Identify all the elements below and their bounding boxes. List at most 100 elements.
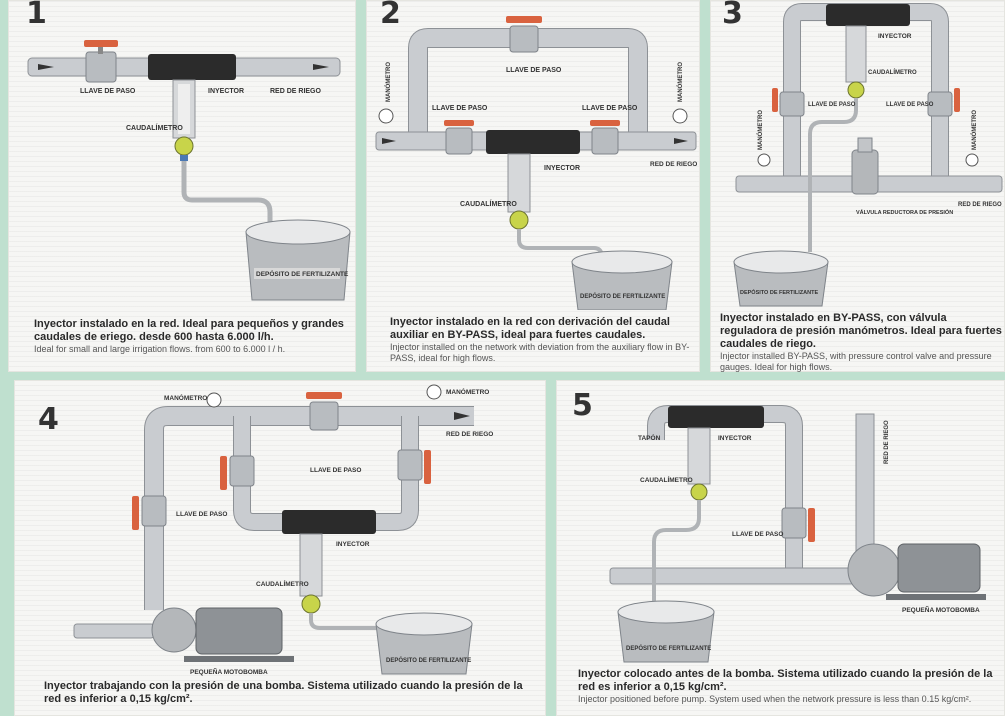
label-flowmeter: CAUDALÍMETRO	[868, 68, 917, 76]
label-injector: INYECTOR	[878, 33, 912, 40]
flowmeter-icon	[301, 594, 321, 614]
label-flowmeter: CAUDALÍMETRO	[256, 579, 309, 588]
tank-icon	[617, 600, 715, 663]
valve-icon	[397, 449, 431, 484]
gauge-icon	[378, 108, 394, 124]
caption-en: Injector positioned before pump. System …	[578, 693, 972, 704]
label-injector: INYECTOR	[336, 541, 370, 548]
valve-icon	[927, 88, 960, 117]
label-gauge-right: MANÓMETRO	[676, 62, 684, 102]
label-valve-top: LLAVE DE PASO	[506, 67, 562, 74]
label-valve-mid: LLAVE DE PASO	[310, 467, 361, 474]
pump-icon	[73, 607, 294, 662]
panel-number: 2	[380, 0, 401, 31]
panel-number: 4	[38, 402, 59, 437]
caption-es: Inyector instalado en BY-PASS, con válvu…	[720, 312, 1002, 350]
panel-1: 1	[8, 0, 356, 372]
caption-es: Inyector instalado en la red con derivac…	[390, 316, 670, 341]
label-gauge-left: MANÓMETRO	[384, 62, 392, 102]
tank-icon	[375, 612, 473, 675]
panel-4-caption: Inyector trabajando con la presión de un…	[44, 680, 540, 706]
label-network: RED DE RIEGO	[884, 420, 890, 464]
gauge-icon	[206, 392, 222, 408]
label-valve-left: LLAVE DE PASO	[432, 105, 488, 112]
label-tank: DEPÓSITO DE FERTILIZANTE	[386, 656, 471, 664]
label-valve-left: LLAVE DE PASO	[808, 102, 856, 108]
tank-icon	[571, 250, 673, 310]
caption-en: Injector installed on the network with d…	[390, 341, 690, 363]
valve-icon	[306, 392, 342, 431]
label-reducer: VÁLVULA REDUCTORA DE PRESIÓN	[856, 208, 953, 216]
panel-1-drawing: LLAVE DE PASO INYECTOR RED DE RIEGO CAUD…	[27, 40, 351, 301]
label-gauge-left: MANÓMETRO	[164, 393, 207, 402]
label-network: RED DE RIEGO	[650, 161, 697, 168]
caption-en: Injector installed BY-PASS, with pressur…	[720, 350, 992, 372]
valve-icon	[84, 40, 118, 83]
panel-5-drawing: TAPÓN INYECTOR CAUDALÍMETRO LLAVE DE PAS…	[609, 405, 986, 663]
pressure-reducer-icon	[851, 137, 879, 195]
label-network: RED DE RIEGO	[958, 202, 1002, 208]
panel-5: 5	[556, 380, 1005, 716]
caption-es: Inyector instalado en la red. Ideal para…	[34, 318, 344, 343]
panel-4: 4	[14, 380, 546, 716]
label-flowmeter: CAUDALÍMETRO	[126, 123, 183, 132]
panel-5-caption: Inyector colocado antes de la bomba. Sis…	[578, 668, 998, 705]
valve-icon	[132, 495, 167, 530]
injector-icon	[668, 406, 764, 485]
panel-3-drawing: INYECTOR CAUDALÍMETRO LLAVE DE PASO LLAV…	[733, 3, 1003, 307]
valve-icon	[506, 16, 542, 53]
tank-icon	[245, 219, 351, 301]
label-gauge-left: MANÓMETRO	[756, 110, 764, 150]
label-injector: INYECTOR	[718, 435, 752, 442]
panel-2-caption: Inyector instalado en la red con derivac…	[390, 316, 690, 363]
panel-3: 3	[710, 0, 1005, 372]
flowmeter-icon	[690, 483, 708, 501]
label-network: RED DE RIEGO	[270, 88, 322, 95]
label-gauge-right: MANÓMETRO	[970, 110, 978, 150]
label-flowmeter: CAUDALÍMETRO	[460, 199, 517, 208]
label-valve: LLAVE DE PASO	[80, 88, 136, 95]
valve-icon	[590, 120, 620, 155]
gauge-icon	[757, 153, 771, 167]
injector-icon	[826, 4, 910, 83]
label-valve-right: LLAVE DE PASO	[582, 105, 638, 112]
pump-icon	[847, 543, 986, 600]
panel-2-drawing: LLAVE DE PASO LLAVE DE PASO LLAVE DE PAS…	[375, 16, 697, 310]
valve-icon	[444, 120, 474, 155]
gauge-icon	[965, 153, 979, 167]
label-gauge-right: MANÓMETRO	[446, 387, 489, 396]
label-flowmeter: CAUDALÍMETRO	[640, 475, 693, 484]
panel-number: 5	[572, 388, 593, 423]
label-network: RED DE RIEGO	[446, 431, 493, 438]
panel-number: 1	[26, 0, 47, 31]
valve-icon	[781, 507, 815, 542]
label-injector: INYECTOR	[208, 88, 244, 95]
panel-1-caption: Inyector instalado en la red. Ideal para…	[34, 318, 352, 355]
gauge-icon	[672, 108, 688, 124]
flowmeter-icon	[847, 81, 865, 99]
caption-es: Inyector colocado antes de la bomba. Sis…	[578, 668, 993, 693]
caption-en: Ideal for small and large irrigation flo…	[34, 343, 286, 354]
panel-2: 2	[366, 0, 700, 372]
gauge-icon	[426, 384, 442, 400]
label-pump: PEQUEÑA MOTOBOMBA	[190, 667, 268, 676]
caption-es: Inyector trabajando con la presión de un…	[44, 680, 523, 705]
panel-number: 3	[722, 0, 743, 31]
label-pump: PEQUEÑA MOTOBOMBA	[902, 605, 980, 614]
label-valve: LLAVE DE PASO	[732, 531, 783, 538]
label-injector: INYECTOR	[544, 165, 580, 172]
label-tank: DEPÓSITO DE FERTILIZANTE	[626, 644, 711, 652]
injector-icon	[282, 510, 376, 597]
panel-4-drawing: MANÓMETRO MANÓMETRO RED DE RIEGO LLAVE D…	[73, 384, 493, 676]
label-tank: DEPÓSITO DE FERTILIZANTE	[740, 288, 818, 296]
panel-3-caption: Inyector instalado en BY-PASS, con válvu…	[720, 312, 1002, 372]
label-valve-right: LLAVE DE PASO	[886, 102, 934, 108]
flowmeter-icon	[509, 210, 529, 230]
valve-icon	[772, 88, 805, 117]
valve-icon	[220, 455, 255, 490]
tank-icon	[733, 250, 829, 307]
label-valve-left: LLAVE DE PASO	[176, 511, 227, 518]
label-tank: DEPÓSITO DE FERTILIZANTE	[580, 292, 665, 300]
label-tank: DEPÓSITO DE FERTILIZANTE	[256, 269, 349, 278]
